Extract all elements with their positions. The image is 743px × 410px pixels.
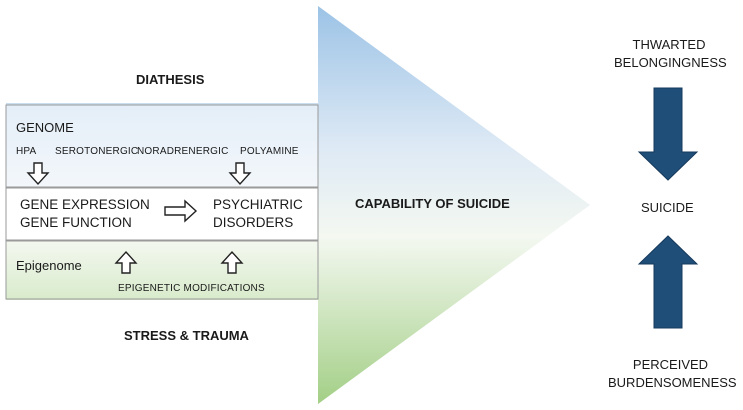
system-hpa: HPA [16,146,37,157]
epigenome-box [5,240,319,300]
system-serotonergic: SEROTONERGIC [55,146,139,157]
gene-function-line: GENE FUNCTION [20,215,132,230]
epigenetic-modifications-label: EPIGENETIC MODIFICATIONS [118,283,265,294]
suicide-label: SUICIDE [641,200,694,215]
thwarted-down-arrow-icon [637,87,699,181]
epigenome-title: Epigenome [16,258,82,273]
up-arrow-icon [114,250,138,274]
capability-of-suicide-label: CAPABILITY OF SUICIDE [355,196,510,211]
genome-box [5,104,319,188]
down-arrow-icon [26,162,50,186]
down-arrow-icon [228,162,252,186]
thwarted-belongingness-label: THWARTED BELONGINGNESS [614,36,727,72]
disorders-line: DISORDERS [213,215,294,230]
perceived-burdensomeness-label: PERCEIVED BURDENSOMENESS [608,356,737,392]
belongingness-line: BELONGINGNESS [614,55,727,70]
right-arrow-icon [164,199,198,223]
system-noradrenergic: NORADRENERGIC [137,146,229,157]
system-polyamine: POLYAMINE [240,146,299,157]
gene-expression-text: GENE EXPRESSION GENE FUNCTION [20,196,150,232]
gene-expression-line: GENE EXPRESSION [20,197,150,212]
genome-title: GENOME [16,120,74,135]
perceived-line: PERCEIVED [632,357,709,372]
burdensomeness-up-arrow-icon [637,235,699,329]
gene-expression-box [5,187,319,241]
up-arrow-icon [220,250,244,274]
thwarted-line: THWARTED [632,37,706,52]
diathesis-label: DIATHESIS [136,72,205,87]
psychiatric-disorders-text: PSYCHIATRIC DISORDERS [213,196,303,232]
stress-trauma-label: STRESS & TRAUMA [124,328,249,343]
burdensomeness-line: BURDENSOMENESS [608,375,737,390]
psychiatric-line: PSYCHIATRIC [213,197,303,212]
